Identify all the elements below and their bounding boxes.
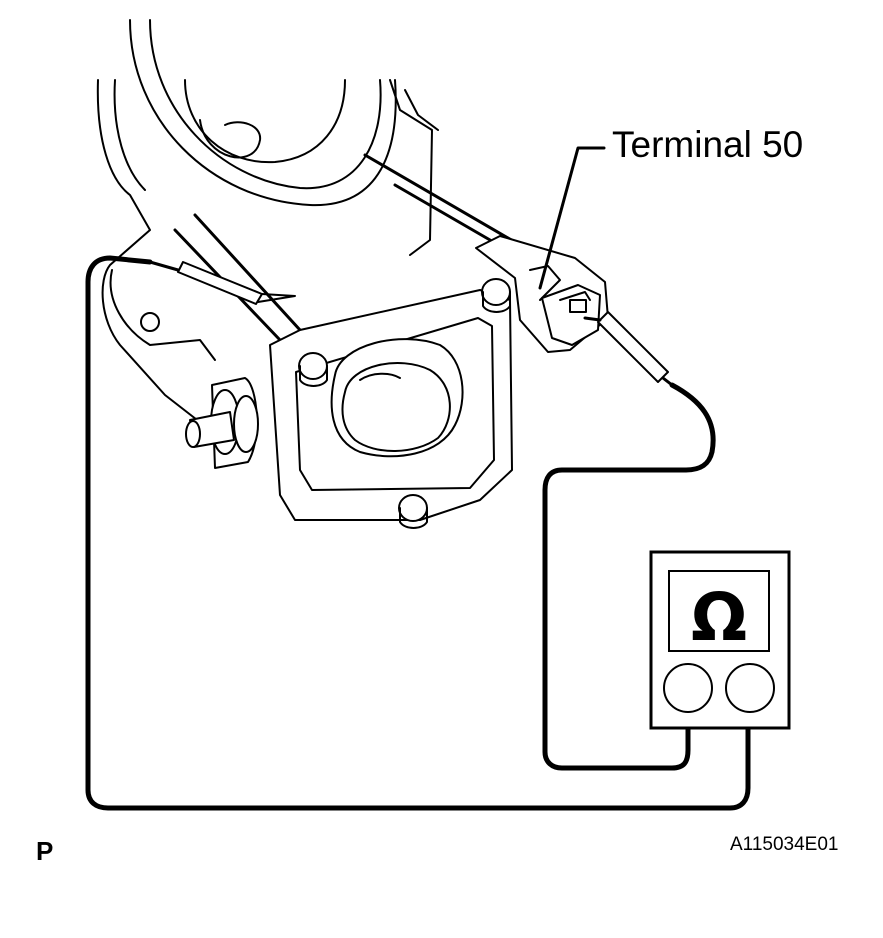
figure-code: A115034E01 xyxy=(730,834,839,855)
starter-motor xyxy=(96,19,609,529)
page-marker: P xyxy=(36,836,54,866)
probe-right xyxy=(583,311,674,387)
ohmmeter: Ω xyxy=(649,550,791,730)
ohm-icon: Ω xyxy=(691,579,747,656)
terminal-label: Terminal 50 xyxy=(612,124,804,165)
lead-wire-left xyxy=(85,255,751,811)
meter-jack-left xyxy=(663,663,713,713)
meter-display xyxy=(668,570,770,652)
meter-jack-right xyxy=(725,663,775,713)
probe-left xyxy=(148,260,296,305)
lead-wire-right xyxy=(542,382,716,771)
terminal-leader-line xyxy=(538,146,606,290)
